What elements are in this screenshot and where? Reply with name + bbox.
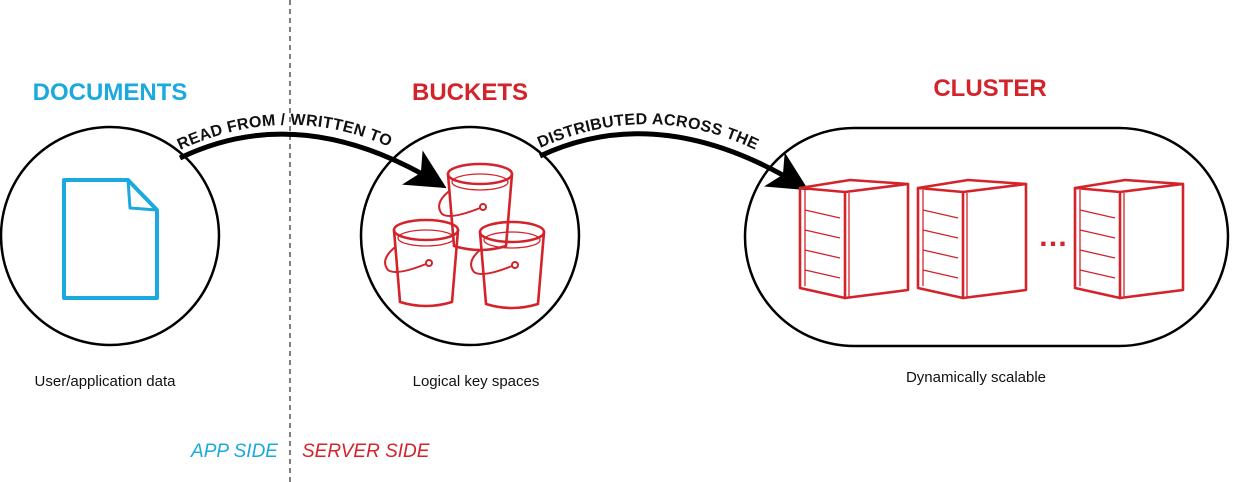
cluster-title: CLUSTER bbox=[933, 75, 1046, 102]
buckets-caption: Logical key spaces bbox=[413, 373, 540, 390]
documents-caption: User/application data bbox=[35, 373, 177, 390]
server-side-label: SERVER SIDE bbox=[302, 441, 430, 462]
buckets-title: BUCKETS bbox=[412, 79, 528, 106]
bucket-icon bbox=[383, 218, 460, 308]
buckets-circle bbox=[359, 125, 581, 347]
server-icon bbox=[1073, 178, 1185, 300]
cluster-caption: Dynamically scalable bbox=[906, 369, 1046, 386]
documents-circle bbox=[0, 125, 221, 347]
server-icon bbox=[798, 178, 910, 300]
distributed-arrow bbox=[538, 131, 809, 191]
server-icon bbox=[916, 178, 1028, 300]
read-write-arrow bbox=[178, 131, 447, 189]
app-side-label: APP SIDE bbox=[190, 441, 278, 462]
documents-title: DOCUMENTS bbox=[33, 79, 188, 106]
document-icon bbox=[62, 178, 159, 300]
cluster-container bbox=[743, 126, 1230, 348]
ellipsis: … bbox=[1038, 220, 1068, 253]
